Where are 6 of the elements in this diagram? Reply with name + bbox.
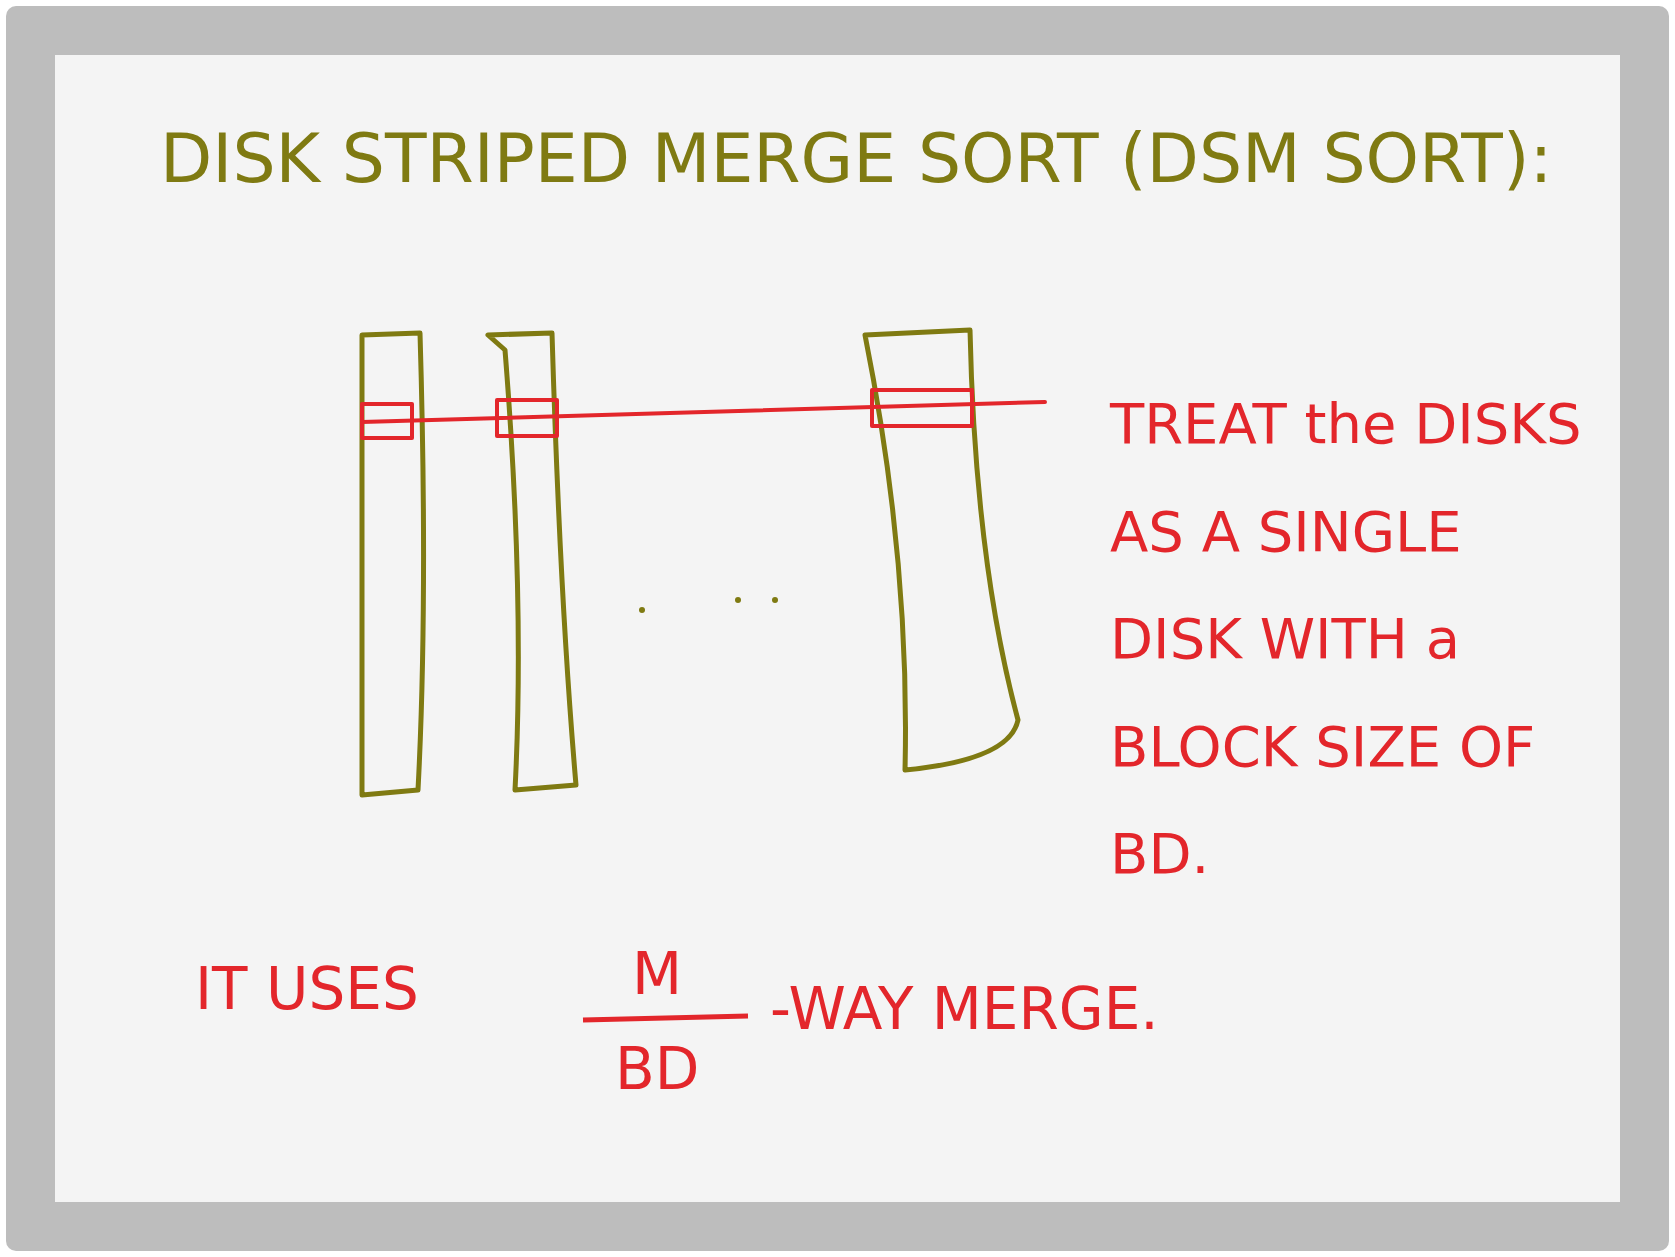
title: DISK STRIPED MERGE SORT (DSM SORT): xyxy=(160,118,1554,200)
formula-text: -WAY MERGE. xyxy=(770,975,1159,1043)
note-text: TREAT the DISKS AS A SINGLE DISK WITH a BLOCK SIZE OF BD. xyxy=(1110,390,1583,889)
formula-text: IT USES xyxy=(195,955,419,1023)
denominator: BD xyxy=(615,1035,700,1103)
numerator: M xyxy=(632,940,683,1008)
